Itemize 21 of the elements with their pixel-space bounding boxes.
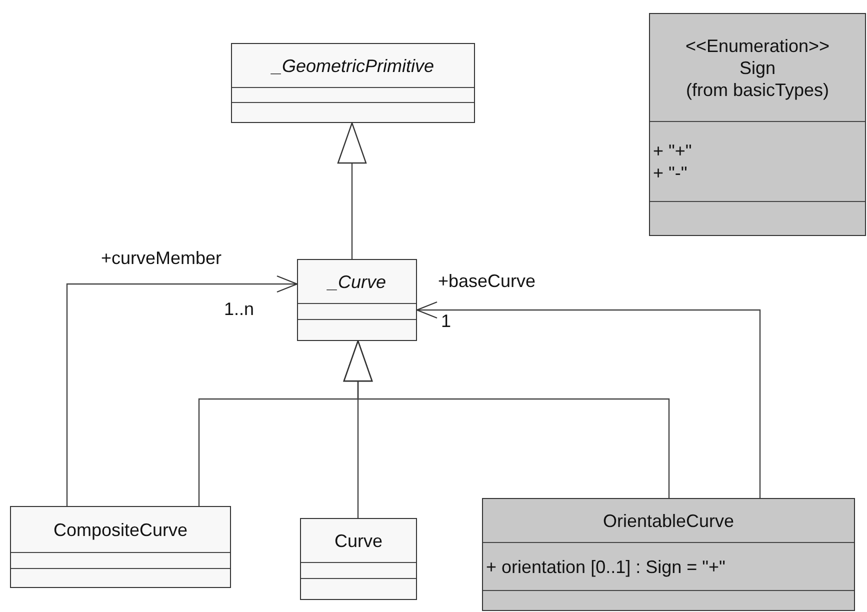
stereotype-text: <<Enumeration>> bbox=[685, 34, 830, 56]
attribute-text: + "-" bbox=[653, 162, 688, 184]
class-name: _Curve bbox=[328, 270, 386, 292]
class-name: OrientableCurve bbox=[602, 510, 734, 532]
class-box bbox=[297, 259, 417, 341]
class-name: Curve bbox=[334, 530, 382, 552]
generalization-arrow bbox=[343, 340, 670, 498]
association-arrow bbox=[66, 275, 298, 506]
class-box bbox=[482, 498, 855, 611]
class-box bbox=[231, 43, 475, 123]
class-box bbox=[10, 506, 231, 588]
attribute-text: + "+" bbox=[653, 140, 692, 162]
class-name: CompositeCurve bbox=[53, 518, 188, 540]
class-box bbox=[300, 518, 417, 600]
class-name: Sign bbox=[739, 56, 776, 78]
class-box bbox=[649, 13, 866, 236]
attribute-text: + orientation [0..1] : Sign = "+" bbox=[486, 556, 726, 578]
generalization-arrow bbox=[337, 122, 367, 259]
class-name: _GeometricPrimitive bbox=[272, 54, 434, 76]
association-arrow bbox=[416, 301, 761, 498]
package-note: (from basicTypes) bbox=[686, 78, 830, 100]
